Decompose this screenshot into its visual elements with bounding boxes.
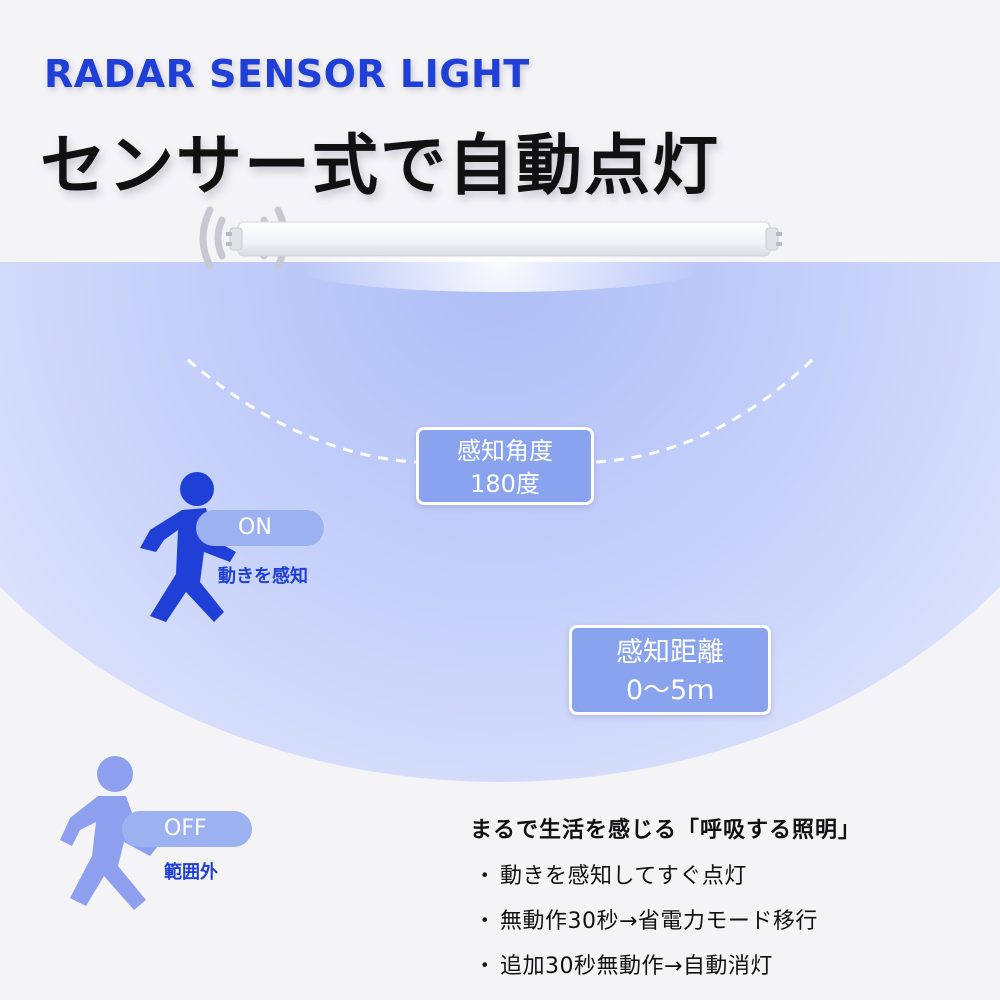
sensor-distance-box: 感知距離 0〜5ｍ bbox=[569, 625, 771, 715]
description-bullet: ・無動作30秒→省電力モード移行 bbox=[470, 903, 861, 935]
off-state-caption: 範囲外 bbox=[164, 862, 218, 883]
bullet-text: 動きを感知してすぐ点灯 bbox=[500, 864, 747, 889]
title-japanese: センサー式で自動点灯 bbox=[40, 127, 720, 204]
description-heading: まるで生活を感じる「呼吸する照明」 bbox=[470, 818, 862, 843]
sensor-angle-label: 感知角度 bbox=[457, 437, 553, 465]
title-english: RADAR SENSOR LIGHT bbox=[44, 52, 530, 96]
sensor-angle-box: 感知角度 180度 bbox=[416, 427, 594, 505]
bullet-mark: ・ bbox=[473, 864, 497, 889]
bullet-mark: ・ bbox=[473, 954, 497, 979]
sensor-distance-label: 感知距離 bbox=[616, 637, 724, 668]
bullet-mark: ・ bbox=[473, 909, 497, 934]
angle-arc bbox=[187, 358, 417, 464]
description-block: まるで生活を感じる「呼吸する照明」 ・動きを感知してすぐ点灯 ・無動作30秒→省… bbox=[470, 812, 861, 993]
on-state-caption: 動きを感知 bbox=[218, 566, 308, 587]
detection-field bbox=[0, 262, 1000, 782]
description-bullet: ・動きを感知してすぐ点灯 bbox=[470, 858, 861, 890]
off-state-pill: OFF bbox=[122, 811, 252, 847]
bullet-text: 無動作30秒→省電力モード移行 bbox=[500, 909, 818, 934]
sensor-angle-value: 180度 bbox=[470, 470, 540, 498]
sensor-distance-value: 0〜5ｍ bbox=[625, 675, 715, 706]
on-state-pill: ON bbox=[196, 510, 324, 546]
description-bullet: ・追加30秒無動作→自動消灯 bbox=[470, 948, 861, 980]
bullet-text: 追加30秒無動作→自動消灯 bbox=[500, 954, 773, 979]
led-tube-icon bbox=[226, 221, 782, 257]
